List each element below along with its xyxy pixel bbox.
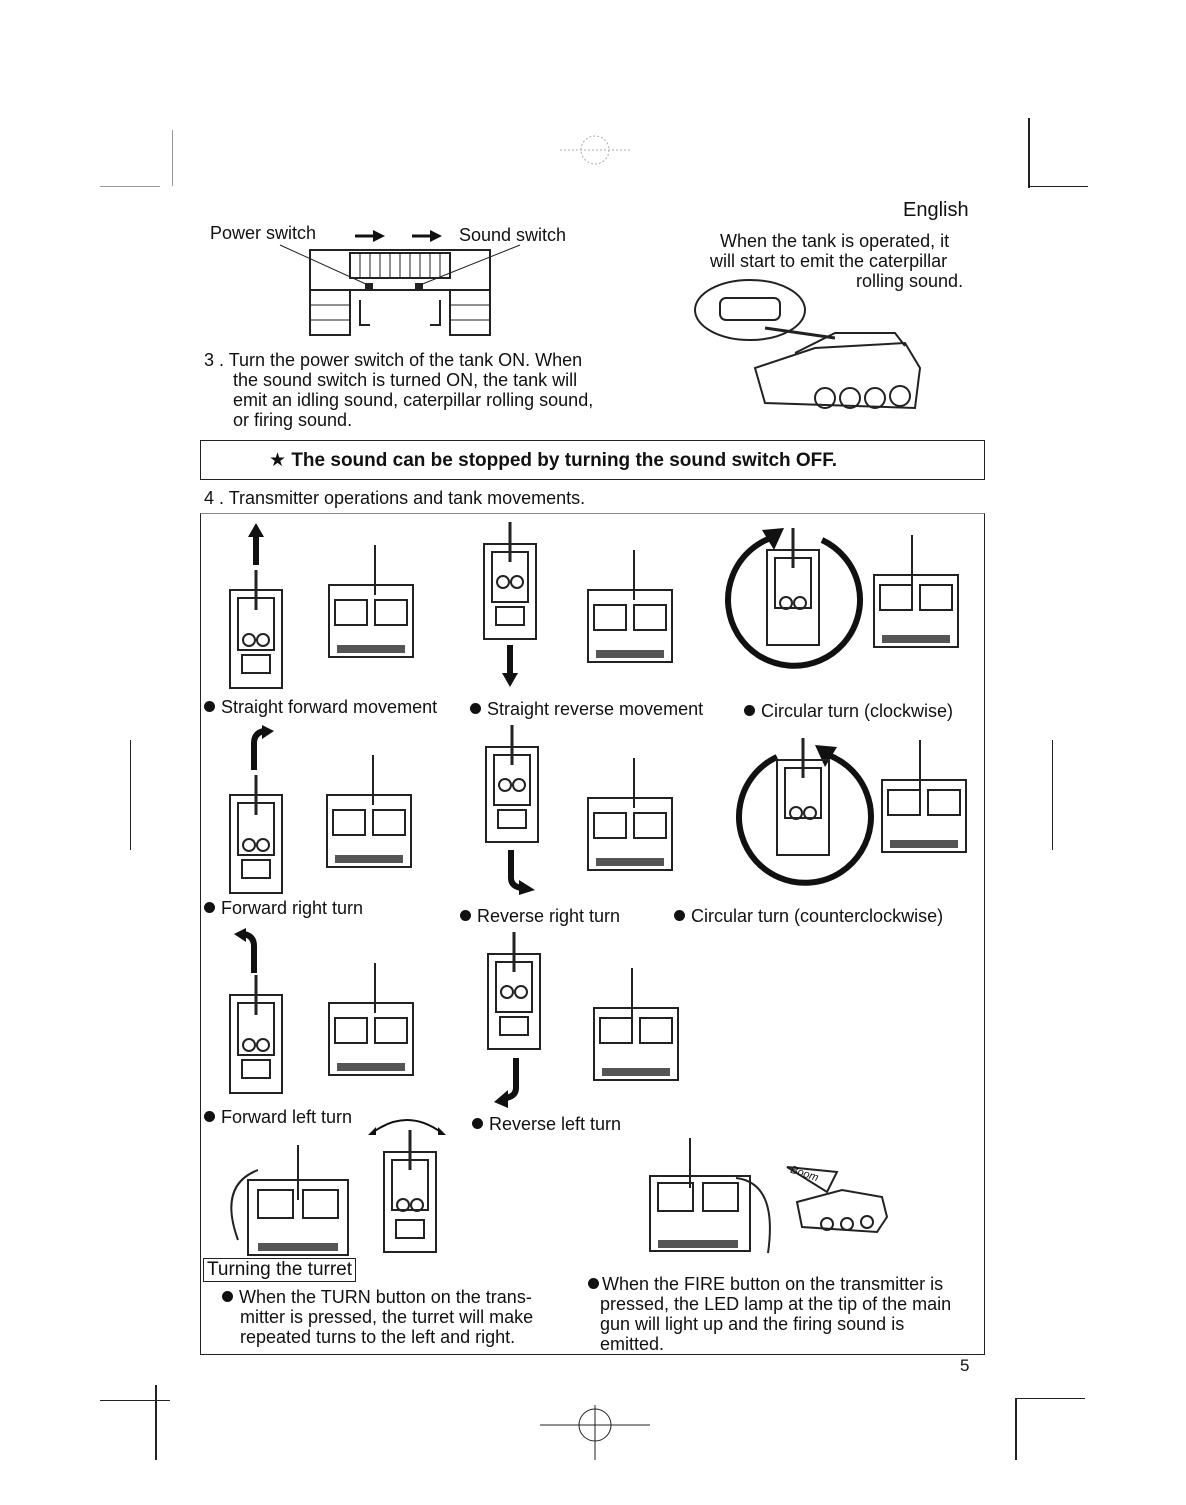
turret-description: repeated turns to the left and right.: [240, 1327, 516, 1347]
transmitter-illustration: [873, 535, 959, 648]
tank-side-illustration: [694, 279, 922, 410]
arrow-up-icon: [248, 523, 264, 565]
fire-description: gun will light up and the firing sound i…: [600, 1314, 905, 1334]
bullet-icon: [222, 1291, 233, 1302]
bullet-icon: [674, 910, 685, 921]
notice-text: ★ The sound can be stopped by turning th…: [269, 451, 837, 471]
tank-rear-switches-illustration: [279, 244, 521, 336]
registration-mark-bottom: [540, 1405, 650, 1460]
bullet-icon: [460, 910, 471, 921]
crop-mark: [130, 740, 131, 850]
crop-mark: [100, 186, 160, 187]
transmitter-illustration: [593, 968, 679, 1081]
language-label: English: [903, 199, 969, 221]
sound-note-line: will start to emit the caterpillar: [710, 251, 948, 271]
fire-description: pressed, the LED lamp at the tip of the …: [600, 1294, 952, 1314]
fire-description: When the FIRE button on the transmitter …: [588, 1274, 943, 1294]
turret-description: When the TURN button on the trans-: [222, 1287, 532, 1307]
movement-label: Circular turn (counterclockwise): [674, 906, 943, 926]
movement-label: Forward right turn: [204, 898, 363, 918]
step3-line: or firing sound.: [233, 410, 353, 430]
tank-top-illustration: [776, 738, 830, 856]
arrow-forward-right-icon: [251, 725, 274, 770]
arrow-reverse-left-icon: [494, 1058, 519, 1108]
movement-label: Forward left turn: [204, 1107, 352, 1127]
movement-label: Straight forward movement: [204, 697, 437, 717]
tank-firing-illustration: [786, 1166, 889, 1234]
crop-mark: [1028, 186, 1088, 187]
transmitter-illustration: [326, 755, 412, 868]
bullet-icon: [470, 703, 481, 714]
tank-top-illustration: [487, 932, 541, 1050]
bullet-icon: [588, 1278, 599, 1289]
step3-line: the sound switch is turned ON, the tank …: [233, 370, 578, 390]
circular-arrow-counterclockwise-icon: [736, 745, 874, 886]
arrow-forward-left-icon: [234, 928, 257, 973]
arrow-right-icon: [412, 230, 442, 242]
crop-mark: [1015, 1398, 1085, 1399]
transmitter-illustration: [881, 740, 967, 853]
sound-note-line: rolling sound.: [856, 271, 964, 291]
page-number: 5: [960, 1356, 970, 1375]
bullet-icon: [204, 701, 215, 712]
transmitter-illustration: [587, 550, 673, 663]
tank-top-illustration: [766, 528, 820, 646]
tank-top-illustration: [229, 975, 283, 1094]
hands-transmitter-illustration: [649, 1138, 771, 1254]
transmitter-illustration: [328, 963, 414, 1076]
tank-top-illustration: [229, 775, 283, 894]
tank-top-illustration: [483, 522, 537, 640]
crop-mark: [172, 130, 173, 186]
circular-arrow-clockwise-icon: [725, 528, 863, 669]
tank-top-illustration: [485, 725, 539, 843]
movement-label: Reverse left turn: [472, 1114, 621, 1134]
crop-mark: [100, 1400, 170, 1401]
fire-description: emitted.: [600, 1334, 665, 1354]
hands-transmitter-illustration: [230, 1145, 349, 1256]
movements-panel: [200, 513, 985, 1355]
arrow-right-icon: [355, 230, 385, 242]
movement-label: Circular turn (clockwise): [744, 701, 953, 721]
star-icon: ★: [269, 450, 287, 471]
notice-box: ★ The sound can be stopped by turning th…: [200, 440, 985, 480]
turret-swing-arc-icon: [368, 1119, 446, 1135]
tank-top-illustration: [383, 1130, 437, 1253]
bullet-icon: [744, 705, 755, 716]
bullet-icon: [204, 1111, 215, 1122]
transmitter-illustration: [587, 758, 673, 871]
tank-top-illustration: [229, 570, 283, 689]
step3-line: emit an idling sound, caterpillar rollin…: [233, 390, 594, 410]
turret-heading: Turning the turret: [203, 1258, 357, 1282]
step4-title: 4 . Transmitter operations and tank move…: [204, 488, 586, 508]
power-switch-label: Power switch: [210, 223, 317, 243]
bullet-icon: [204, 902, 215, 913]
crop-mark: [1028, 118, 1030, 188]
step3-line: 3 . Turn the power switch of the tank ON…: [204, 350, 583, 370]
registration-mark-top: [560, 135, 630, 165]
crop-mark: [1015, 1398, 1017, 1460]
arrow-down-icon: [502, 645, 518, 687]
bullet-icon: [472, 1118, 483, 1129]
notice-message: The sound can be stopped by turning the …: [291, 450, 838, 471]
crop-mark: [1052, 740, 1053, 850]
movement-label: Straight reverse movement: [470, 699, 703, 719]
sound-note-line: When the tank is operated, it: [720, 231, 950, 251]
sound-switch-label: Sound switch: [459, 225, 567, 245]
turret-description: mitter is pressed, the turret will make: [240, 1307, 534, 1327]
transmitter-illustration: [328, 545, 414, 658]
arrow-reverse-right-icon: [508, 850, 535, 895]
crop-mark: [155, 1385, 157, 1460]
movement-label: Reverse right turn: [460, 906, 620, 926]
